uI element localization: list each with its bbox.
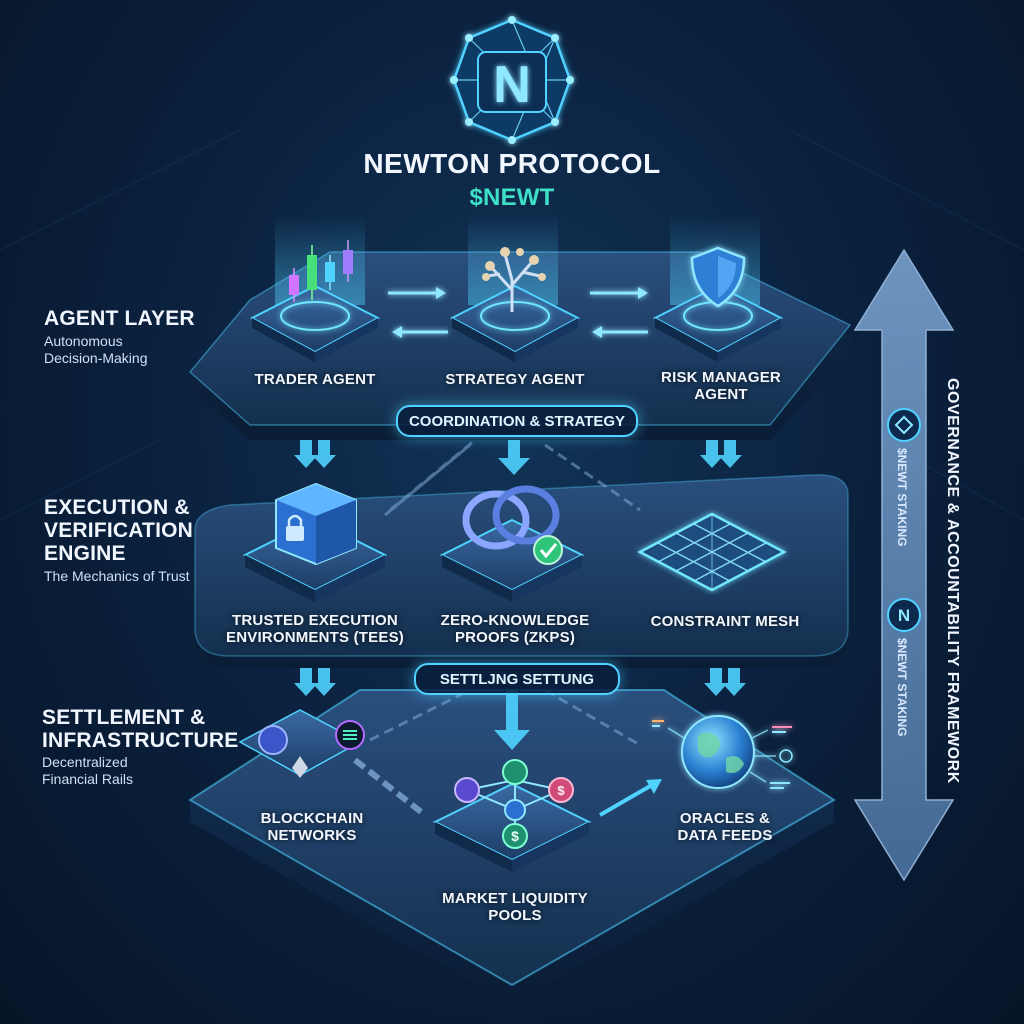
newton-logo [450,16,574,144]
chain-coins-icon [258,720,427,818]
agent-layer-subtitle-line2: Decision-Making [44,350,148,366]
down-arrows-execution-to-settlement [294,668,746,750]
candlestick-chart-icon [289,240,353,302]
risk-manager-agent-label-line1: RISK MANAGER [661,369,781,386]
execution-layer-title-line3: ENGINE [44,542,126,565]
staking-badge-icon-2: N [887,598,921,632]
blockchain-label-line2: NETWORKS [267,827,357,844]
tee-label-line1: TRUSTED EXECUTION [232,612,398,629]
coordination-strategy-pill: COORDINATION & STRATEGY [396,405,638,437]
grid-mesh-icon [657,514,767,590]
tree-network-icon [482,247,546,312]
settlement-layer-title-line2: INFRASTRUCTURE [42,729,239,752]
agent-layer-title: AGENT LAYER [44,307,195,330]
oracles-label-line1: ORACLES & [679,810,771,827]
tee-label-line2: ENVIRONMENTS (TEEs) [226,629,404,646]
ticker-label: $NEWT [469,184,555,211]
lock-cube-icon [275,482,357,566]
risk-manager-agent-label-line2: AGENT [694,386,748,403]
staking-label-1: $NEWT STAKING [895,448,909,547]
zkp-label-line1: ZERO-KNOWLEDGE [440,612,590,629]
blockchain-label-line1: BLOCKCHAIN [260,810,364,827]
settlement-layer-subtitle-line2: Financial Rails [42,771,134,787]
execution-layer-title-line2: VERIFICATION [44,519,194,542]
svg-text:$: $ [557,783,565,798]
governance-framework-title: GOVERNANCE & ACCOUNTABILITY FRAMEWORK [944,378,961,784]
oracles-label-line2: DATA FEEDS [677,827,773,844]
svg-text:N: N [898,606,910,625]
chain-links [369,438,641,747]
execution-layer-subtitle: The Mechanics of Trust [44,568,190,584]
shield-icon [690,246,746,308]
constraint-mesh-label: CONSTRAINT MESH [650,613,800,630]
down-arrows-agent-to-execution [294,440,742,475]
execution-layer-title-line1: EXECUTION & [44,496,190,519]
logo-letter: N [493,56,531,114]
agent-exchange-arrows [388,287,648,338]
governance-arrow [853,248,955,882]
staking-label-2: $NEWT STAKING [895,638,909,737]
strategy-agent-label: STRATEGY AGENT [445,371,585,388]
trader-agent-tile[interactable] [249,284,381,362]
strategy-agent-tile[interactable] [449,284,581,362]
page-title: NEWTON PROTOCOL [363,148,661,179]
liquidity-pool-label-line1: MARKET LIQUIDITY [442,890,588,907]
trader-agent-label: TRADER AGENT [254,371,376,388]
globe-icon [652,715,793,789]
liquidity-network-icon: $ $ [454,759,574,849]
staking-badge-icon-1 [887,408,921,442]
settlement-layer-title-line1: SETTLEMENT & [42,706,206,729]
agent-layer-subtitle-line1: Autonomous [44,333,123,349]
zkp-label-line2: PROOFS (ZKPs) [454,629,576,646]
settling-pill: SETTLJNG SETTUNG [414,663,620,695]
risk-manager-agent-tile[interactable] [652,284,784,362]
settlement-layer-subtitle-line1: Decentralized [42,754,128,770]
zk-rings-check-icon [462,485,563,565]
svg-text:$: $ [511,828,519,844]
arrow-to-oracles [599,779,662,817]
liquidity-pool-label-line2: POOLS [488,907,542,924]
